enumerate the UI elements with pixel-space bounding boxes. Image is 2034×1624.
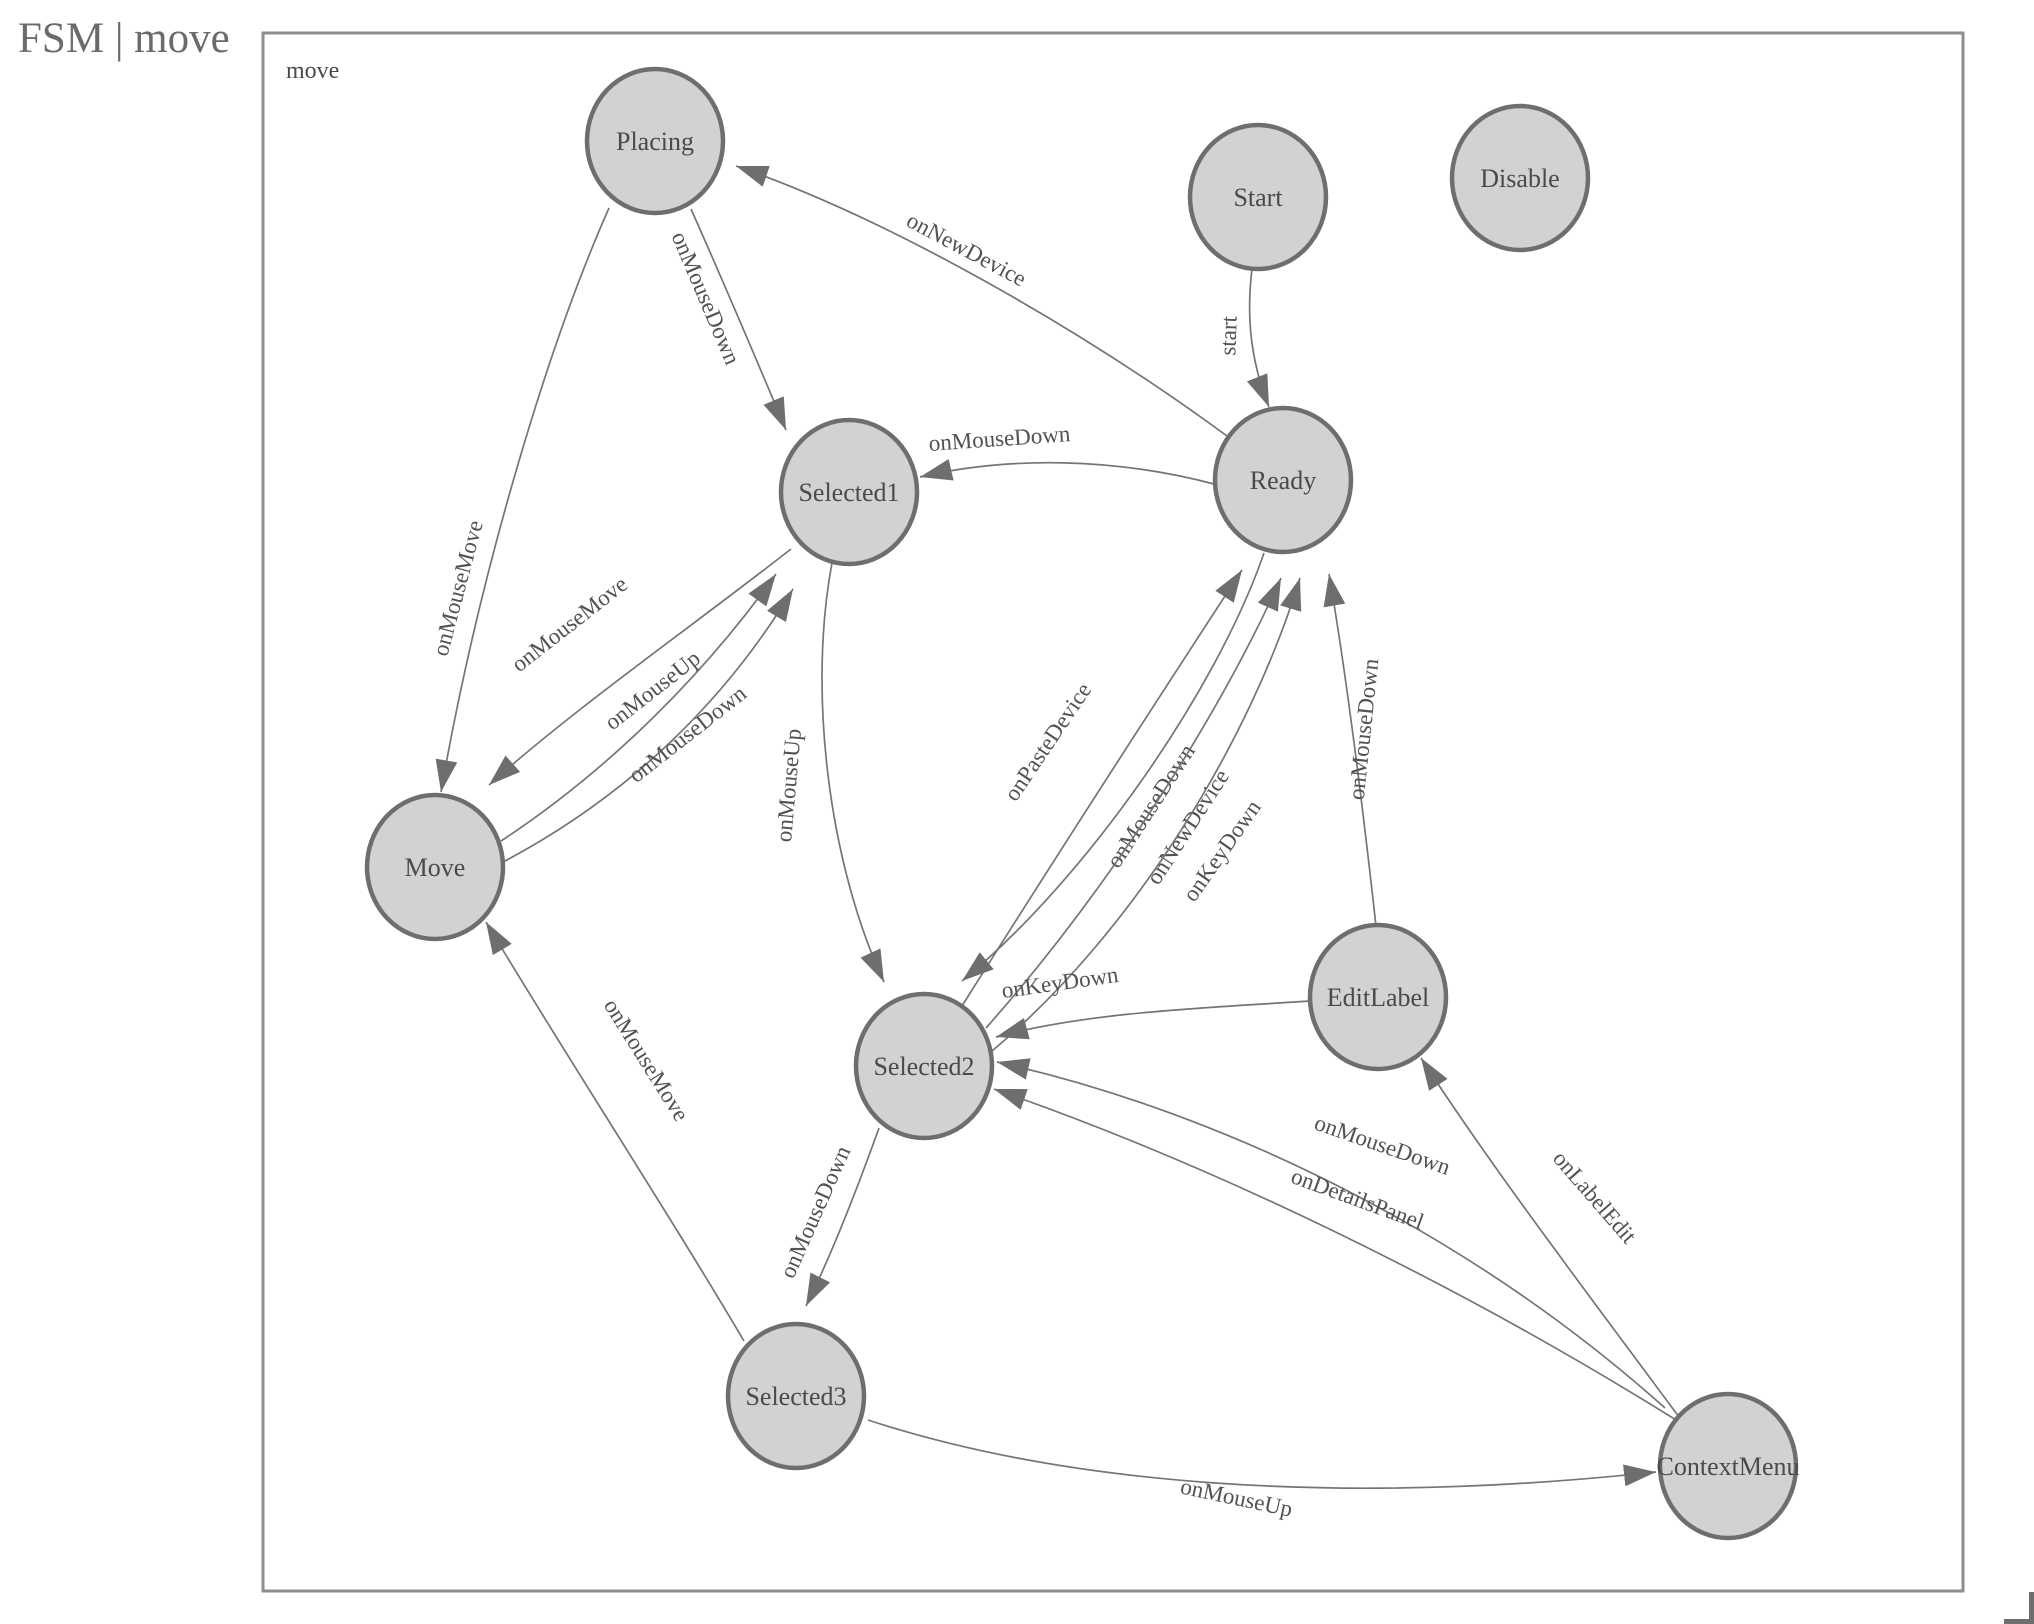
edge-line [993,1088,1677,1421]
edge-label: onMouseMove [599,994,694,1125]
edge-selected1-move: onMouseMove [488,548,792,786]
edge-line [985,577,1282,1029]
edge-ready-placing: onNewDevice [735,165,1228,437]
node-label: EditLabel [1327,983,1430,1012]
edge-label: onMouseMove [428,518,488,659]
edge-selected2-selected3: onMouseDown [775,1127,880,1307]
edge-line [995,1000,1311,1040]
edge-selected1-selected2: onMouseUp [771,562,885,983]
edge-line [805,1127,880,1307]
node-label: Move [405,853,466,882]
edge-label: onMouseDown [775,1142,856,1282]
node-start[interactable]: Start [1187,122,1329,272]
edge-contextmenu-selected2: onMouseDown [996,1058,1666,1409]
edge-line [435,207,610,793]
edge-label: onNewDevice [903,207,1031,291]
edge-selected3-contextmenu: onMouseUp [867,1419,1657,1522]
edge-label: onMouseDown [1344,657,1384,801]
node-label: Selected3 [745,1382,846,1411]
diagram-canvas[interactable] [261,31,1965,1593]
edge-line [821,562,885,983]
edge-editlabel-ready: onMouseDown [1323,573,1384,927]
node-label: Selected1 [798,478,899,507]
edge-line [919,459,1215,485]
edge-label: onMouseDown [1311,1110,1454,1180]
edge-label: onMouseUp [771,728,806,843]
node-label: Selected2 [873,1052,974,1081]
node-label: Placing [616,127,694,156]
node-editlabel[interactable]: EditLabel [1307,922,1449,1072]
edge-line [1420,1057,1680,1418]
edge-line [991,577,1302,1052]
edge-start-ready: start [1215,268,1270,408]
edge-label: onKeyDown [1000,962,1120,1003]
edge-label: onLabelEdit [1548,1146,1642,1249]
edge-placing-move: onMouseMove [428,207,610,793]
edge-line [504,588,794,862]
node-label: Ready [1250,466,1316,495]
edge-selected3-move: onMouseMove [485,921,745,1342]
edge-editlabel-selected2: onKeyDown [995,962,1311,1040]
edge-line [1323,573,1377,927]
node-selected2[interactable]: Selected2 [853,991,995,1141]
edge-line [961,552,1265,982]
edge-line [500,573,777,842]
node-move[interactable]: Move [364,792,506,942]
edge-line [961,569,1243,1007]
edge-label: start [1215,315,1241,356]
scroll-corner-horizontal [2004,1619,2034,1624]
edge-line [996,1058,1666,1409]
node-placing[interactable]: Placing [584,66,726,216]
edge-selected2-ready: onNewDevice [985,577,1282,1029]
node-contextmenu[interactable]: ContextMenu [1657,1391,1800,1541]
edge-line [485,921,745,1342]
edge-label: onMouseMove [507,571,632,676]
node-selected3[interactable]: Selected3 [725,1321,867,1471]
edge-line [690,208,787,431]
edge-line [867,1419,1657,1489]
edge-label: onDetailsPanel [1288,1163,1427,1234]
edge-label: onMouseDown [667,228,746,369]
edge-label: onMouseDown [928,421,1072,456]
node-label: Start [1233,183,1283,212]
edge-line [1246,268,1270,408]
node-label: Disable [1480,164,1559,193]
edge-ready-selected1: onMouseDown [919,421,1215,485]
edge-placing-selected1: onMouseDown [667,208,787,431]
node-ready[interactable]: Ready [1212,405,1354,555]
page-title: FSM | move [18,15,230,62]
canvas-label: move [286,58,339,84]
edge-contextmenu-editlabel: onLabelEdit [1420,1057,1680,1418]
node-label: ContextMenu [1657,1452,1800,1481]
edge-label: onMouseUp [1178,1474,1294,1522]
node-disable[interactable]: Disable [1449,103,1591,253]
edge-line [735,165,1228,437]
edge-label: onPasteDevice [999,678,1096,805]
node-selected1[interactable]: Selected1 [778,417,920,567]
scroll-corner-vertical [2029,1592,2034,1624]
